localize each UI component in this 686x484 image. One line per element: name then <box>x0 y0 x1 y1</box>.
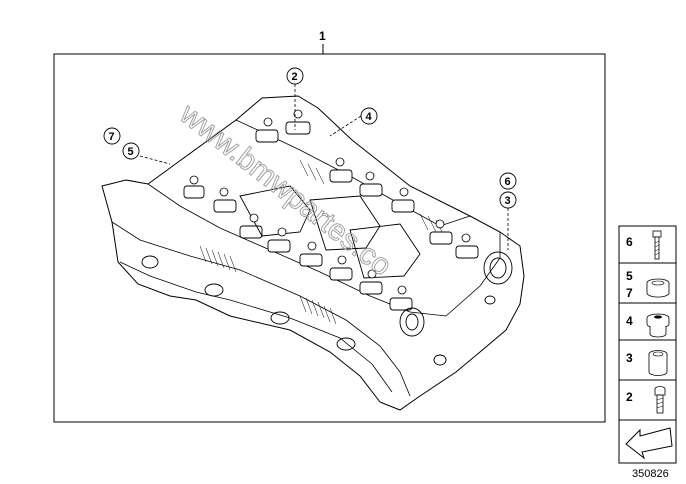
legend-number: 3 <box>626 351 633 365</box>
parts-legend: 6 5 7 4 <box>618 225 677 464</box>
document-number: 350826 <box>632 468 669 480</box>
cylinder-head-illustration <box>101 95 525 411</box>
legend-number: 6 <box>626 235 633 249</box>
legend-number: 2 <box>626 390 633 404</box>
callout-3[interactable]: 3 <box>499 191 517 209</box>
legend-number: 7 <box>626 286 633 300</box>
bolt-icon <box>652 230 662 260</box>
svg-text:4: 4 <box>366 111 373 123</box>
arrow-icon <box>625 427 673 460</box>
legend-number: 4 <box>626 314 633 328</box>
legend-row-4[interactable]: 4 <box>626 313 670 338</box>
svg-text:7: 7 <box>109 131 115 143</box>
bushing-icon <box>648 350 668 376</box>
svg-text:5: 5 <box>128 146 134 158</box>
screw-plug-icon <box>646 313 670 338</box>
callout-leaders <box>139 84 509 250</box>
legend-row-2[interactable]: 2 <box>626 386 666 414</box>
callout-6[interactable]: 6 <box>499 172 517 190</box>
callout-7[interactable]: 7 <box>103 127 121 145</box>
callout-4[interactable]: 4 <box>360 107 378 125</box>
main-part-label: 1 <box>319 29 326 43</box>
seal-ring-icon <box>646 278 670 298</box>
legend-row-arrow[interactable] <box>625 427 673 460</box>
svg-text:2: 2 <box>292 71 298 83</box>
svg-text:3: 3 <box>505 195 511 207</box>
diagram-frame <box>53 53 606 423</box>
short-bolt-icon <box>654 386 666 414</box>
callout-2[interactable]: 2 <box>286 67 304 85</box>
legend-number: 5 <box>626 269 633 283</box>
legend-row-5-7[interactable]: 5 7 <box>626 269 670 300</box>
legend-row-3[interactable]: 3 <box>626 350 668 376</box>
callout-5[interactable]: 5 <box>122 142 140 160</box>
legend-row-6[interactable]: 6 <box>626 230 662 260</box>
svg-text:6: 6 <box>505 176 511 188</box>
